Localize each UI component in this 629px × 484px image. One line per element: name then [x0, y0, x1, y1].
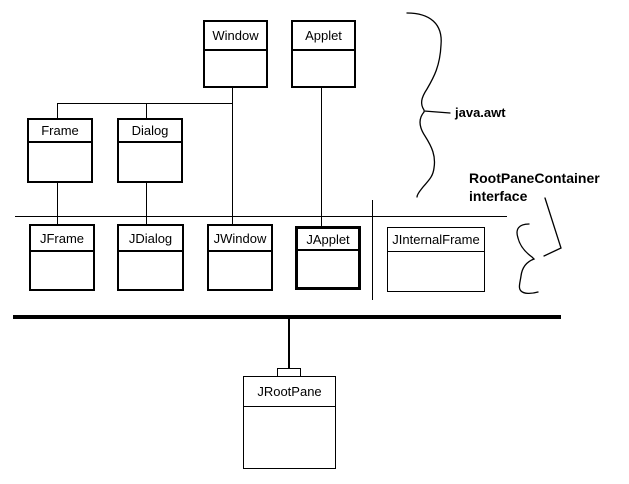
class-box-jframe: JFrame	[29, 224, 95, 291]
class-title-applet: Applet	[293, 22, 354, 51]
class-title-jwindow: JWindow	[209, 226, 271, 252]
class-box-jwindow: JWindow	[207, 224, 273, 291]
class-title-jframe: JFrame	[31, 226, 93, 252]
class-title-window: Window	[205, 22, 266, 51]
class-title-jrootpane: JRootPane	[244, 377, 335, 407]
class-body-jrootpane	[244, 407, 335, 468]
class-body-applet	[293, 51, 354, 86]
class-body-dialog	[119, 143, 181, 181]
java-awt-brace-tick	[423, 110, 451, 114]
java-awt-brace-upper	[406, 12, 442, 111]
class-body-jinternalframe	[388, 252, 484, 291]
rootpane-container-label-line1: RootPaneContainer	[469, 170, 600, 186]
java-awt-brace-lower	[416, 111, 436, 198]
class-box-frame: Frame	[27, 118, 93, 183]
class-title-jinternalframe: JInternalFrame	[388, 228, 484, 252]
class-box-dialog: Dialog	[117, 118, 183, 183]
class-title-japplet: JApplet	[298, 229, 358, 251]
class-body-window	[205, 51, 266, 86]
class-title-jdialog: JDialog	[119, 226, 182, 252]
label-pointer-line	[543, 197, 562, 257]
class-body-jdialog	[119, 252, 182, 289]
class-box-applet: Applet	[291, 20, 356, 88]
class-box-window: Window	[203, 20, 268, 88]
rootpane-brace	[516, 223, 539, 295]
class-body-frame	[29, 143, 91, 181]
class-body-jwindow	[209, 252, 271, 289]
rootpane-container-label-line2: interface	[469, 188, 528, 204]
class-body-japplet	[298, 251, 358, 287]
class-title-frame: Frame	[29, 120, 91, 143]
class-body-jframe	[31, 252, 93, 289]
class-box-jinternalframe: JInternalFrame	[387, 227, 485, 292]
rootpane-container-label: RootPaneContainer interface	[469, 169, 600, 205]
java-awt-package-label: java.awt	[455, 105, 506, 120]
class-box-japplet: JApplet	[295, 226, 361, 290]
class-box-jrootpane: JRootPane	[243, 376, 336, 469]
class-title-dialog: Dialog	[119, 120, 181, 143]
class-box-jdialog: JDialog	[117, 224, 184, 291]
